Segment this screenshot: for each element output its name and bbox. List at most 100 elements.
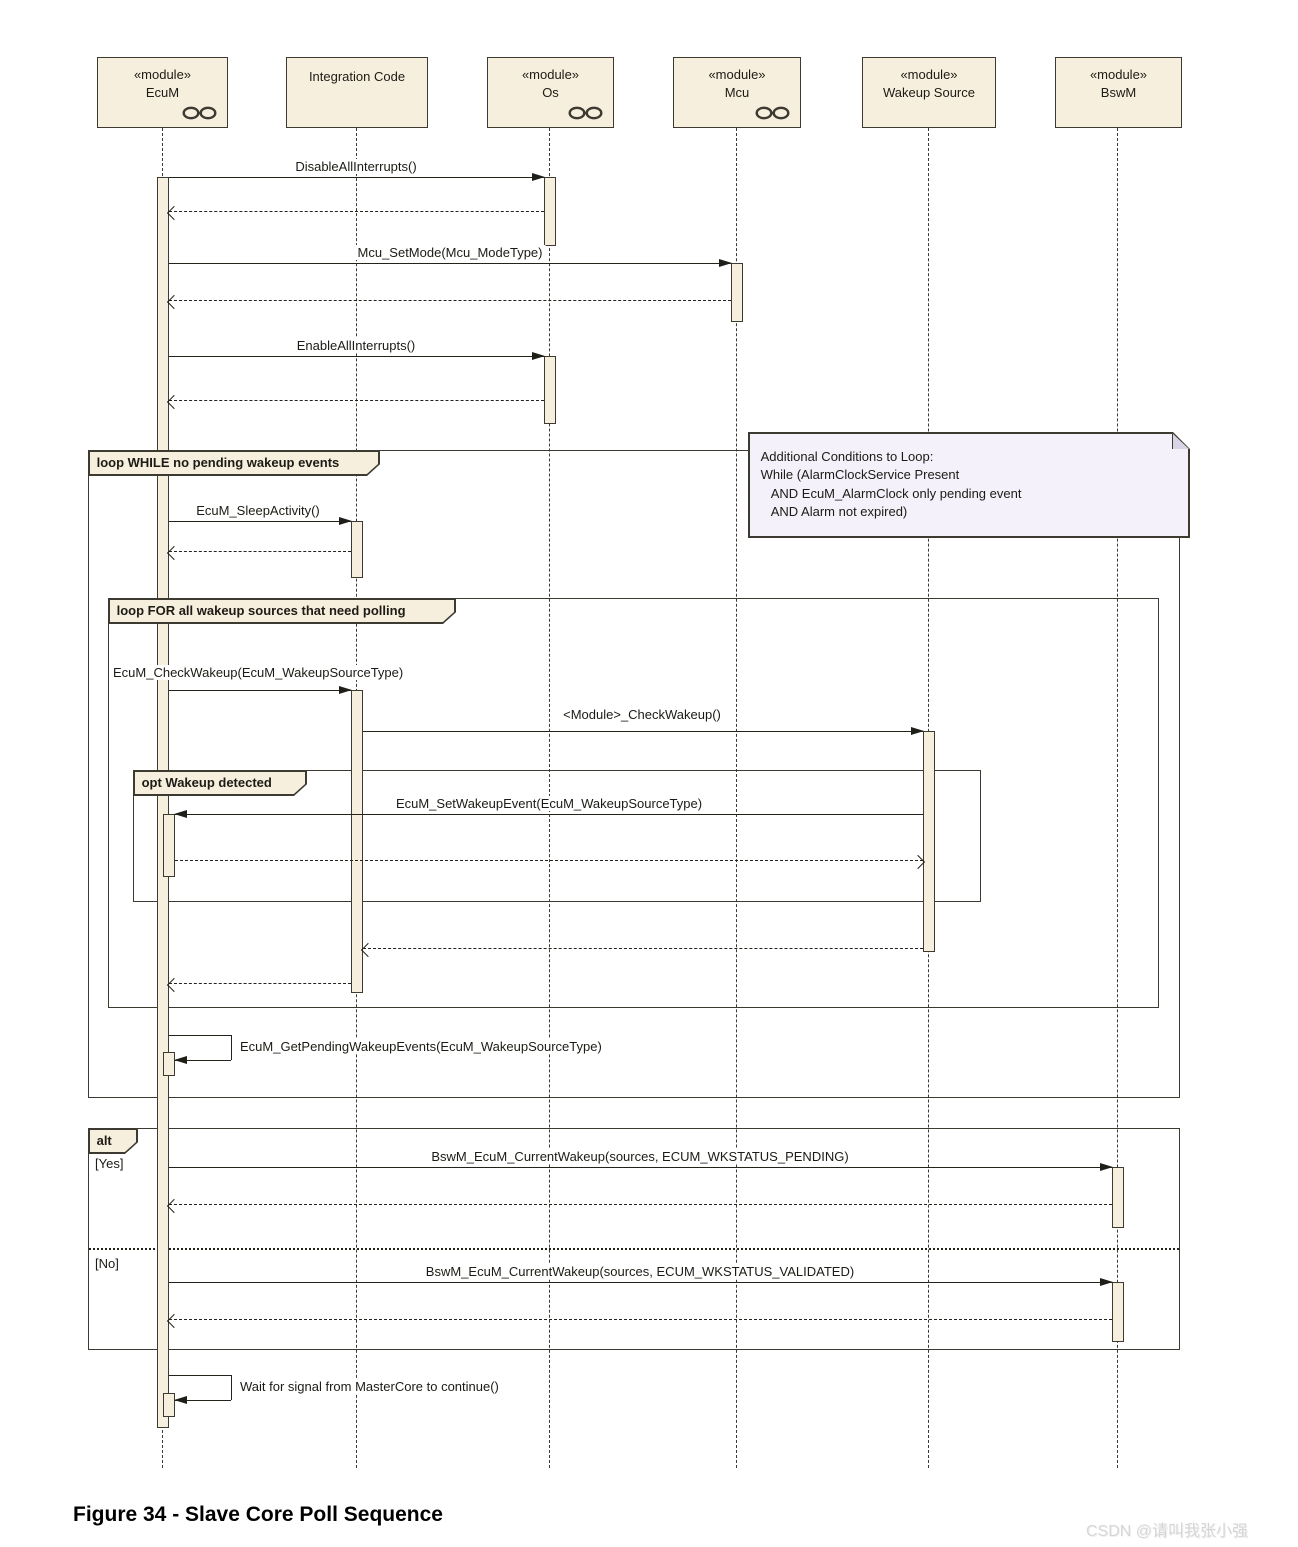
arrowhead-icon — [174, 1396, 187, 1404]
participant-name: Os — [542, 85, 559, 100]
message-set-wakeup-event — [174, 810, 923, 818]
participant-name: EcuM — [145, 85, 180, 100]
open-arrowhead-icon — [166, 205, 182, 220]
return-message — [166, 977, 351, 992]
message-label: DisableAllInterrupts() — [292, 159, 420, 174]
open-arrowhead-icon — [166, 394, 182, 409]
activation-os-1 — [544, 177, 556, 246]
note-additional-conditions: Additional Conditions to Loop: While (Al… — [748, 432, 1190, 538]
lifeline-mcu — [736, 128, 737, 1468]
participant-name: Mcu — [724, 85, 750, 100]
message-current-wakeup-validated — [169, 1278, 1113, 1286]
arrowhead-icon — [719, 259, 732, 267]
activation-bswm-pending — [1112, 1167, 1124, 1228]
fragment-label-loop-for: loop FOR all wakeup sources that need po… — [108, 598, 456, 624]
participant-stereotype: «module» — [1089, 67, 1148, 82]
return-message — [360, 942, 923, 957]
note-line: AND Alarm not expired) — [760, 504, 908, 520]
message-label: <Module>_CheckWakeup() — [560, 707, 724, 722]
participant-mcu: «module» Mcu — [673, 57, 801, 128]
fragment-label-loop-while: loop WHILE no pending wakeup events — [88, 450, 380, 476]
activation-ecum-wait — [163, 1393, 175, 1417]
self-message-wait-bottom — [174, 1396, 231, 1404]
activation-ecum-setwakeupevent — [163, 814, 175, 877]
message-check-wakeup — [169, 686, 352, 694]
return-message — [166, 1198, 1112, 1213]
activation-ecum-main — [157, 177, 169, 1428]
fragment-label-text: alt — [90, 1130, 137, 1153]
activation-integration-code-checkwakeup — [351, 690, 363, 993]
linked-circles-icon — [755, 106, 790, 120]
return-message — [175, 854, 926, 869]
message-module-check-wakeup — [363, 727, 924, 735]
participant-integration-code: Integration Code — [286, 57, 428, 128]
arrowhead-icon — [911, 727, 924, 735]
participant-stereotype: «module» — [133, 67, 192, 82]
open-arrowhead-icon — [166, 294, 182, 309]
message-disable-all-interrupts — [169, 173, 545, 181]
message-label: BswM_EcuM_CurrentWakeup(sources, ECUM_WK… — [428, 1149, 852, 1164]
arrowhead-icon — [174, 1056, 187, 1064]
arrowhead-icon — [1100, 1163, 1113, 1171]
fragment-opt — [133, 770, 981, 902]
self-message-wait-top — [169, 1375, 231, 1376]
lifeline-bswm — [1117, 128, 1118, 1468]
return-message — [166, 545, 351, 560]
return-message — [166, 394, 544, 409]
self-message-get-pending-top — [169, 1035, 231, 1036]
message-enable-all-interrupts — [169, 352, 545, 360]
message-label: EnableAllInterrupts() — [293, 338, 419, 353]
fragment-label-text: opt Wakeup detected — [135, 772, 306, 795]
alt-guard-no: [No] — [93, 1256, 121, 1271]
self-message-wait-side — [231, 1375, 232, 1400]
message-label: EcuM_SetWakeupEvent(EcuM_WakeupSourceTyp… — [392, 796, 706, 811]
message-sleep-activity — [169, 517, 352, 525]
arrowhead-icon — [339, 517, 352, 525]
activation-wakeup-source — [923, 731, 935, 952]
participant-os: «module» Os — [487, 57, 614, 128]
message-label: EcuM_CheckWakeup(EcuM_WakeupSourceType) — [110, 665, 407, 680]
participant-stereotype: «module» — [900, 67, 958, 82]
fragment-alt — [88, 1128, 1180, 1350]
alt-guard-yes: [Yes] — [93, 1156, 126, 1171]
participant-name: Wakeup Source — [882, 85, 975, 100]
return-message — [166, 1313, 1112, 1328]
return-message — [166, 205, 544, 220]
fragment-label-alt: alt — [88, 1128, 138, 1154]
figure-caption: Figure 34 - Slave Core Poll Sequence — [73, 1503, 443, 1526]
fragment-label-text: loop FOR all wakeup sources that need po… — [110, 600, 455, 623]
participant-name: BswM — [1100, 85, 1137, 100]
self-message-get-pending-side — [231, 1035, 232, 1060]
linked-circles-icon — [568, 106, 603, 120]
note-line: AND EcuM_AlarmClock only pending event — [760, 485, 1022, 501]
message-label: EcuM_SleepActivity() — [193, 503, 323, 518]
participant-wakeup-source: «module» Wakeup Source — [862, 57, 996, 128]
participant-stereotype: «module» — [708, 67, 766, 82]
note-line: While (AlarmClockService Present — [760, 467, 960, 483]
note-line: Additional Conditions to Loop: — [760, 448, 934, 464]
activation-ecum-getpending — [163, 1052, 175, 1076]
message-current-wakeup-pending — [169, 1163, 1113, 1171]
participant-stereotype: «module» — [521, 67, 580, 82]
message-label: Mcu_SetMode(Mcu_ModeType) — [354, 245, 546, 260]
activation-os-2 — [544, 356, 556, 424]
fragment-loop-while — [88, 450, 1180, 1098]
arrowhead-icon — [339, 686, 352, 694]
self-message-get-pending-bottom — [174, 1056, 231, 1064]
arrowhead-icon — [532, 352, 545, 360]
activation-mcu — [731, 263, 743, 322]
message-label: EcuM_GetPendingWakeupEvents(EcuM_WakeupS… — [237, 1039, 605, 1054]
participant-bswm: «module» BswM — [1055, 57, 1182, 128]
arrowhead-icon — [532, 173, 545, 181]
arrowhead-icon — [1100, 1278, 1113, 1286]
fragment-loop-for — [108, 598, 1159, 1008]
participant-name: Integration Code — [308, 69, 406, 84]
linked-circles-icon — [182, 106, 217, 120]
message-label: Wait for signal from MasterCore to conti… — [237, 1379, 502, 1394]
alt-divider — [89, 1248, 1179, 1250]
fragment-label-text: loop WHILE no pending wakeup events — [90, 452, 379, 475]
activation-integration-code-sleep — [351, 521, 363, 578]
note-body: Additional Conditions to Loop: While (Al… — [750, 434, 1189, 537]
message-label: BswM_EcuM_CurrentWakeup(sources, ECUM_WK… — [422, 1264, 858, 1279]
